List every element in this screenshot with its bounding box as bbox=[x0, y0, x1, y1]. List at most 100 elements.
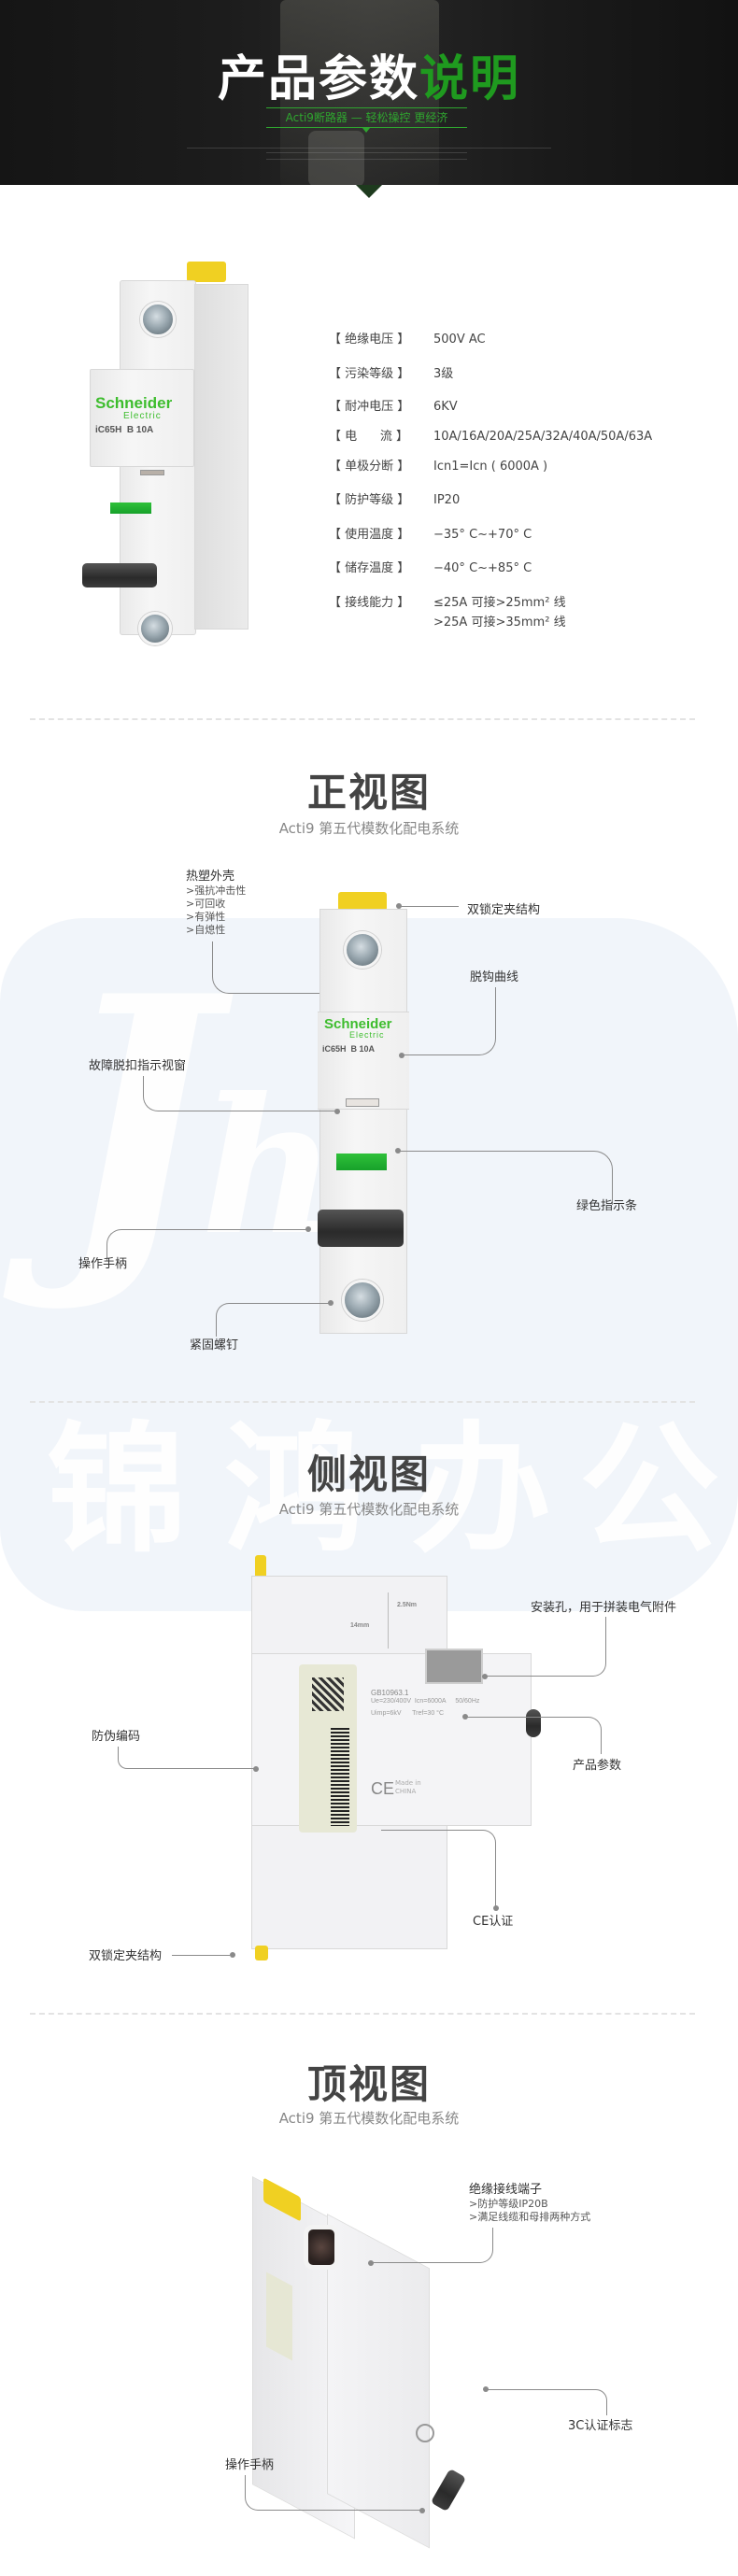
watermark-char: 锦 bbox=[47, 1408, 188, 1572]
callout-terminal-item: >防护等级IP20B bbox=[469, 2198, 548, 2210]
model-label: iC65H B 10A bbox=[322, 1044, 375, 1054]
callout-line bbox=[465, 1717, 602, 1754]
brand-logo: Schneider bbox=[95, 394, 173, 412]
torque-text: 2.5Nm bbox=[397, 1602, 418, 1608]
label-standard: GB10963.1 bbox=[371, 1689, 409, 1697]
banner-background-product bbox=[280, 0, 439, 185]
callout-line bbox=[106, 1229, 308, 1261]
watermark-char: 鸿 bbox=[224, 1408, 365, 1572]
product-image-side: 2.5Nm 14mm GB10963.1 Ue=230/400V Icn=600… bbox=[238, 1555, 556, 1966]
breaker-side-body-mid bbox=[251, 1653, 532, 1826]
barcode-icon bbox=[331, 1728, 349, 1826]
callout-dot bbox=[334, 1109, 340, 1114]
handle-icon bbox=[318, 1210, 404, 1247]
section-title-top: 顶视图 bbox=[306, 2061, 431, 2107]
strip-text: 14mm bbox=[350, 1622, 370, 1629]
callout-clip: 双锁定夹结构 bbox=[467, 903, 541, 917]
banner-decor-line bbox=[266, 152, 467, 153]
mounting-hole bbox=[425, 1649, 483, 1684]
section-divider bbox=[30, 2013, 695, 2015]
anti-fake-label bbox=[299, 1664, 357, 1833]
spec-row: 【 单极分断 】Icn1=Icn ( 6000A ) bbox=[329, 460, 548, 474]
breaker-face-plate bbox=[90, 369, 194, 467]
callout-line bbox=[245, 2475, 422, 2511]
callout-line bbox=[381, 1830, 496, 1906]
callout-dot bbox=[419, 2508, 425, 2513]
handle-icon bbox=[82, 563, 157, 587]
banner-pointer-icon bbox=[362, 128, 370, 133]
green-indicator bbox=[110, 502, 151, 514]
section-title-front: 正视图 bbox=[306, 770, 431, 815]
handle-icon bbox=[430, 2468, 467, 2512]
callout-screw: 紧固螺钉 bbox=[190, 1338, 239, 1352]
spec-row-continued: >25A 可接>35mm² 线 bbox=[433, 616, 566, 630]
page-title: 产品参数说明 bbox=[0, 39, 738, 109]
callout-green-bar: 绿色指示条 bbox=[576, 1199, 638, 1213]
callout-handle-top: 操作手柄 bbox=[225, 2458, 275, 2472]
handle-icon bbox=[526, 1709, 541, 1737]
callout-shell-title: 热塑外壳 bbox=[186, 870, 235, 884]
callout-dot bbox=[230, 1952, 235, 1958]
breaker-side bbox=[194, 284, 248, 630]
callout-terminal-title: 绝缘接线端子 bbox=[469, 2183, 543, 2197]
trip-window bbox=[140, 470, 164, 475]
clip-icon bbox=[255, 1946, 268, 1960]
watermark-letter-j: J bbox=[56, 923, 216, 1318]
callout-dot bbox=[368, 2260, 374, 2266]
product-image-perspective: Schneider Electric iC65H B 10A bbox=[65, 252, 252, 645]
callout-shell-item: >可回收 bbox=[186, 898, 226, 910]
callout-line bbox=[212, 941, 343, 994]
callout-ce: CE认证 bbox=[473, 1915, 514, 1929]
ccc-mark-icon bbox=[416, 2424, 434, 2442]
product-image-top bbox=[252, 2176, 467, 2549]
banner-decor-line bbox=[266, 159, 467, 160]
brand-logo-sub: Electric bbox=[349, 1030, 385, 1040]
section-subtitle-side: Acti9 第五代模数化配电系统 bbox=[278, 1501, 460, 1518]
model-name: iC65H bbox=[95, 425, 122, 435]
spec-row: 【 防护等级 】IP20 bbox=[329, 493, 461, 507]
label-ratings-2: Uimp=6kV Tref=30 °C bbox=[371, 1710, 445, 1717]
header-banner bbox=[0, 0, 738, 185]
breaker-body bbox=[319, 909, 407, 1334]
screw-icon bbox=[140, 302, 176, 337]
callout-dot bbox=[328, 1300, 334, 1306]
section-subtitle-front: Acti9 第五代模数化配电系统 bbox=[278, 820, 460, 837]
label-ratings: Ue=230/400V Icn=6000A 50/60Hz bbox=[371, 1698, 480, 1705]
model-name: iC65H bbox=[322, 1044, 347, 1054]
watermark-char: 办 bbox=[411, 1408, 552, 1572]
spec-row: 【 电 流 】10A/16A/20A/25A/32A/40A/50A/63A bbox=[329, 430, 653, 444]
callout-line bbox=[403, 987, 496, 1055]
spec-row: 【 使用温度 】−35° C~+70° C bbox=[329, 528, 532, 542]
section-divider bbox=[30, 1401, 695, 1403]
breaker-face-plate bbox=[318, 1012, 409, 1110]
watermark-char: 公 bbox=[579, 1408, 720, 1572]
screw-icon bbox=[138, 612, 172, 645]
banner-subtitle: Acti9断路器 — 轻松操控 更经济 bbox=[266, 107, 467, 128]
page-title-white: 产品参数 bbox=[217, 51, 419, 107]
model-rating: B 10A bbox=[126, 425, 154, 435]
callout-dot bbox=[482, 1674, 488, 1679]
screw-icon bbox=[342, 1280, 383, 1321]
callout-terminal-item: >满足线缆和母排两种方式 bbox=[469, 2211, 591, 2223]
callout-line bbox=[172, 1955, 230, 1956]
section-title-side: 侧视图 bbox=[306, 1451, 431, 1497]
callout-handle: 操作手柄 bbox=[78, 1257, 128, 1271]
section-subtitle-top: Acti9 第五代模数化配电系统 bbox=[278, 2110, 460, 2127]
callout-curve: 脱钩曲线 bbox=[470, 970, 519, 984]
callout-dot bbox=[253, 1766, 259, 1772]
model-rating: B 10A bbox=[350, 1044, 376, 1054]
model-label: iC65H B 10A bbox=[95, 425, 153, 435]
product-image-front: Schneider Electric iC65H B 10A bbox=[318, 892, 411, 1359]
green-indicator bbox=[336, 1154, 387, 1170]
callout-dot bbox=[399, 1053, 404, 1058]
callout-params: 产品参数 bbox=[573, 1759, 622, 1773]
callout-shell-item: >自熄性 bbox=[186, 924, 226, 936]
spec-row: 【 储存温度 】−40° C~+85° C bbox=[329, 561, 532, 575]
callout-ccc: 3C认证标志 bbox=[568, 2419, 633, 2433]
callout-line bbox=[372, 2228, 493, 2263]
callout-line bbox=[486, 2389, 607, 2415]
callout-trip-window: 故障脱扣指示视窗 bbox=[89, 1059, 187, 1073]
callout-line bbox=[486, 1617, 606, 1677]
spec-row: 【 接线能力 】≤25A 可接>25mm² 线 bbox=[329, 596, 566, 610]
